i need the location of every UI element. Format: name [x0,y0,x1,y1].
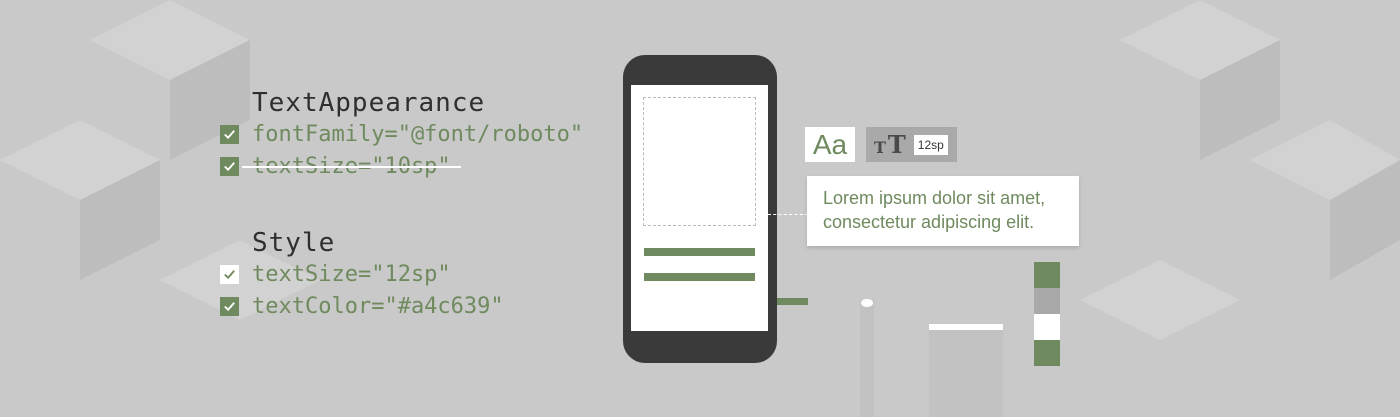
checkbox-icon[interactable] [220,264,239,284]
color-swatches [1034,262,1060,366]
text-appearance-heading: TextAppearance [252,88,486,118]
color-swatch [1034,262,1060,288]
checkbox-icon[interactable] [220,124,239,144]
color-swatch [1034,314,1060,340]
text-line-bar [644,248,755,256]
text-color-line: textColor="#a4c639" [220,290,504,322]
text-size-line-struck: textSize="10sp" [220,150,583,182]
checkbox-icon[interactable] [220,156,239,176]
font-family-attr: fontFamily="@font/roboto" [252,121,584,147]
text-size-attr-overridden: textSize="10sp" [242,153,461,179]
connector-line [768,214,808,215]
text-size-attr: textSize="12sp" [252,261,451,287]
phone-illustration [623,55,777,363]
text-color-attr: textColor="#a4c639" [252,293,504,319]
color-swatch [1034,340,1060,366]
color-swatch [1034,288,1060,314]
style-block: Style textSize="12sp" textColor="#a4c639… [220,228,504,322]
text-size-value: 12sp [913,134,948,155]
text-size-line: textSize="12sp" [220,258,504,290]
text-appearance-block: TextAppearance fontFamily="@font/roboto"… [220,88,583,182]
font-family-line: fontFamily="@font/roboto" [220,118,583,150]
font-sample: Aa [805,127,855,162]
text-line-bar [644,273,755,281]
image-placeholder [643,97,756,226]
lorem-text: Lorem ipsum dolor sit amet, consectetur … [823,188,1046,232]
phone-screen [631,85,768,331]
checkbox-icon[interactable] [220,296,239,316]
lorem-text-card: Lorem ipsum dolor sit amet, consectetur … [807,176,1079,246]
style-heading: Style [252,228,336,258]
